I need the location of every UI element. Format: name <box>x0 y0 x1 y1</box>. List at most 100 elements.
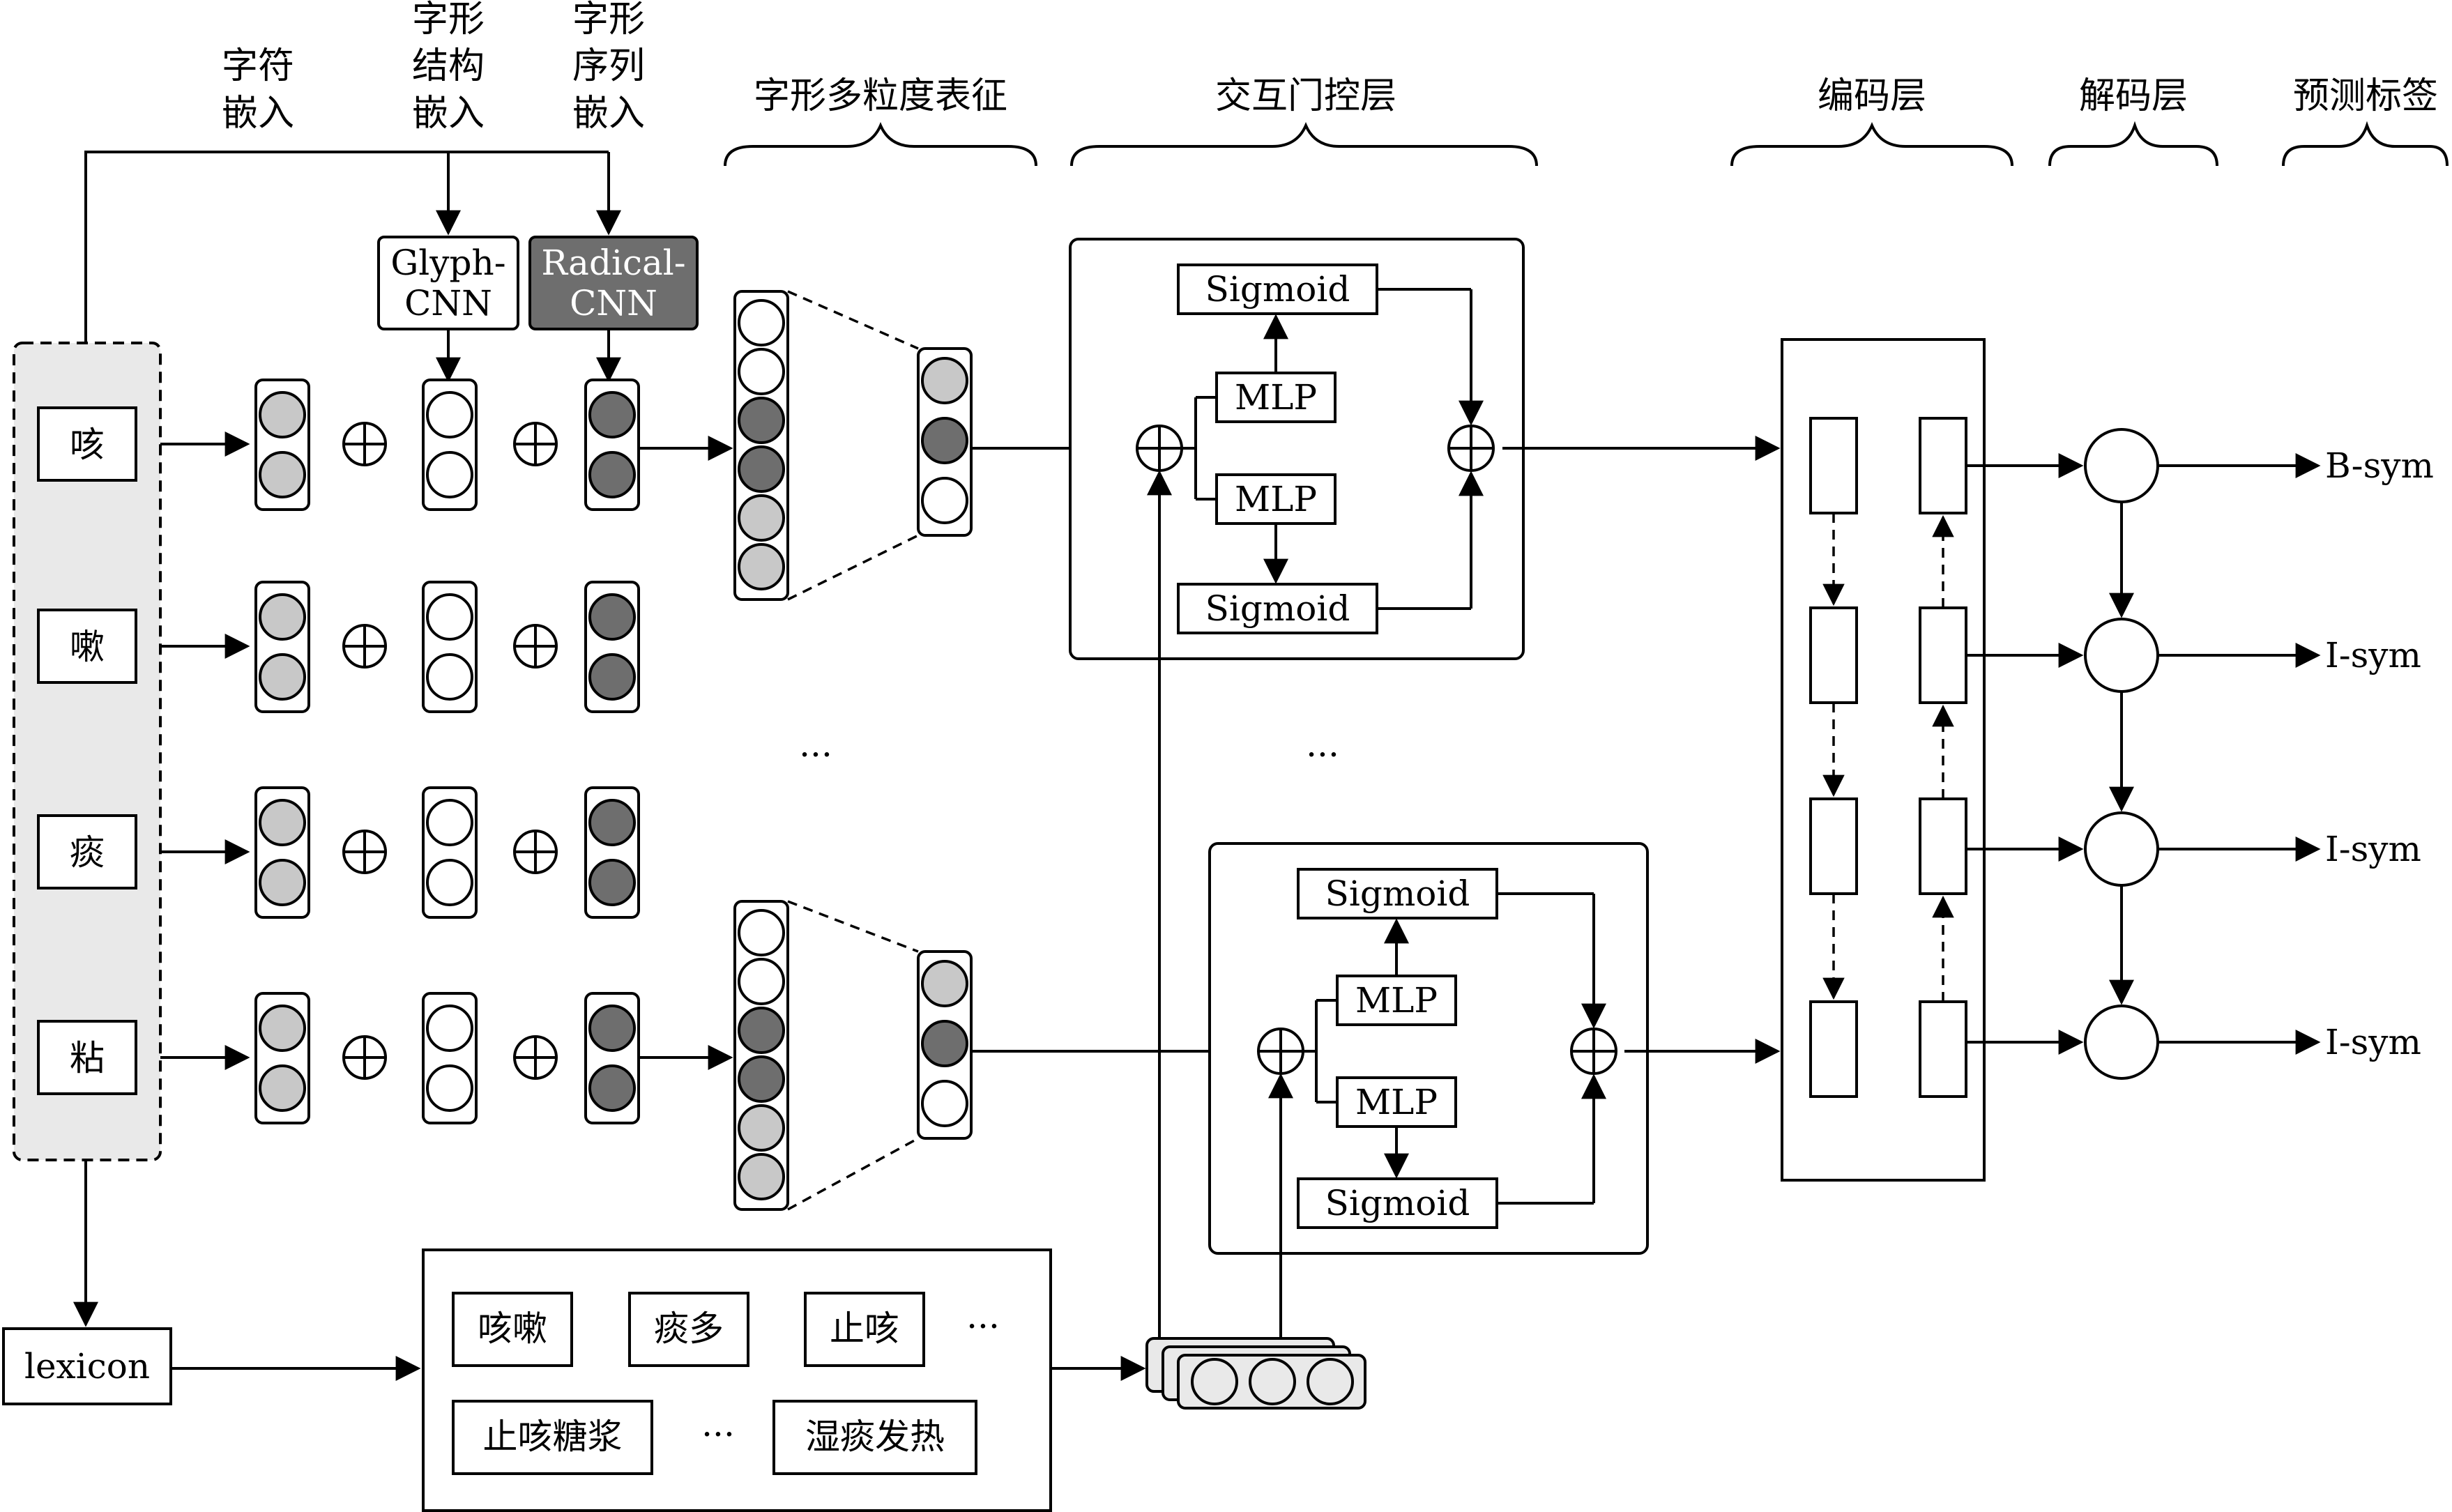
tall-vector-cell <box>738 445 785 493</box>
vector-cell <box>426 593 473 641</box>
glyph-cnn-label-2: CNN <box>404 283 492 323</box>
char-embedding-vector <box>254 786 310 919</box>
mlp-top-label: MLP <box>1355 980 1438 1021</box>
mlp-bottom-label: MLP <box>1355 1082 1438 1122</box>
radical-embedding-vector <box>584 581 640 713</box>
char-label: 粘 <box>70 1038 105 1078</box>
tag-label: I-sym <box>2325 1022 2421 1062</box>
gate-input-plus <box>1257 1028 1304 1075</box>
glyph-embedding-vector <box>422 992 478 1124</box>
vector-cell <box>588 593 636 641</box>
brace-decoder <box>2048 121 2218 167</box>
lexicon-more-1: ... <box>966 1296 1000 1336</box>
vector-cell <box>259 1005 306 1052</box>
header-tags: 预测标签 <box>2293 75 2438 117</box>
concat-op <box>342 1035 387 1080</box>
gate-frame <box>1208 842 1649 1255</box>
char-embedding-vector <box>254 379 310 511</box>
glyph-embedding-vector <box>422 379 478 511</box>
char-box-frame <box>37 1020 137 1095</box>
tall-vector-cell <box>738 299 785 346</box>
sigmoid-bottom-box <box>1177 583 1378 634</box>
char-label: 痰 <box>70 832 105 873</box>
encoder-forward-cell <box>1809 606 1858 704</box>
lexicon-words: 咳嗽痰多止咳...止咳糖浆...湿痰发热 <box>452 1292 1000 1475</box>
stack-vector-cell <box>1191 1358 1238 1405</box>
encoder-backward-cell <box>1919 417 1967 514</box>
mlp-top-label: MLP <box>1235 377 1317 418</box>
small-vector-cell <box>921 477 968 524</box>
tag-label: B-sym <box>2325 445 2434 486</box>
vector-cell <box>426 859 473 906</box>
encoder-backward-cell <box>1919 1000 1967 1098</box>
gate-input-plus <box>1136 425 1183 472</box>
small-vector-cell <box>921 357 968 404</box>
concat-op <box>513 624 558 669</box>
lexicon-word-box <box>628 1292 749 1367</box>
stack-vector-cell <box>1249 1358 1296 1405</box>
glyph-embedding-vector <box>422 581 478 713</box>
vector-cell <box>259 593 306 641</box>
sigmoid-bottom-label: Sigmoid <box>1325 1183 1470 1223</box>
sigmoid-top-label: Sigmoid <box>1205 269 1350 310</box>
encoder-forward-cell <box>1809 1000 1858 1098</box>
multi-grain-blocks <box>639 290 1256 1211</box>
gate-output-plus <box>1570 1028 1617 1075</box>
tall-vector-cell <box>738 1153 785 1200</box>
radical-cnn-label-1: Radical- <box>541 243 685 283</box>
small-vector-cell <box>921 1080 968 1127</box>
tall-vector-cell <box>738 348 785 395</box>
header-char-embed-2: 嵌入 <box>222 93 294 135</box>
encoder-forward-cell <box>1809 417 1858 514</box>
glyph-cnn-label-1: Glyph- <box>390 243 505 283</box>
header-glyph-struct-1: 字形 <box>412 0 485 40</box>
concat-op <box>342 830 387 874</box>
radical-embedding-vector <box>584 992 640 1124</box>
vector-cell <box>588 859 636 906</box>
vector-cell <box>426 653 473 701</box>
brace-tags <box>2282 121 2449 167</box>
lexicon-word-label: 湿痰发热 <box>805 1416 945 1457</box>
header-glyph-seq-2: 序列 <box>572 45 645 87</box>
header-multi-grain: 字形多粒度表征 <box>754 75 1007 117</box>
small-vector-cell <box>921 960 968 1007</box>
concat-op <box>513 1035 558 1080</box>
tall-vector-cell <box>738 494 785 542</box>
tall-vector-cell <box>738 543 785 590</box>
projection-dash-top <box>787 290 919 350</box>
vector-cell <box>588 391 636 438</box>
tag-label: I-sym <box>2325 829 2421 869</box>
decoder-node <box>2084 428 2159 503</box>
radical-cnn-box <box>528 236 699 330</box>
concat-op <box>513 830 558 874</box>
lexicon-vector-stack <box>1145 1337 1366 1410</box>
radical-embedding-vector <box>584 379 640 511</box>
projection-dash-bottom <box>787 534 919 601</box>
concat-op <box>342 422 387 466</box>
radical-embedding-vector <box>584 786 640 919</box>
vector-cell <box>588 1064 636 1112</box>
tall-vector-cell <box>738 1104 785 1152</box>
lexicon-word-box <box>804 1292 925 1367</box>
header-glyph-seq-1: 字形 <box>572 0 645 40</box>
lexicon-word-box <box>772 1400 977 1475</box>
sigmoid-top-box <box>1177 264 1378 315</box>
encoder-backward-cell <box>1919 606 1967 704</box>
encoder-forward-cell <box>1809 797 1858 895</box>
concat-op <box>513 422 558 466</box>
header-glyph-seq-3: 嵌入 <box>572 93 645 135</box>
header-char-embed-1: 字符 <box>222 45 294 87</box>
char-label: 咳 <box>70 425 105 465</box>
ellipsis-mid-left: ... <box>799 724 832 765</box>
vector-cell <box>259 1064 306 1112</box>
lexicon-word-label: 咳嗽 <box>478 1308 547 1349</box>
char-label: 嗽 <box>70 627 105 667</box>
header-glyph-struct-3: 嵌入 <box>412 93 485 135</box>
char-box-3: 粘 <box>37 1020 137 1095</box>
multi-grain-block <box>733 290 973 601</box>
vector-cell <box>426 1005 473 1052</box>
